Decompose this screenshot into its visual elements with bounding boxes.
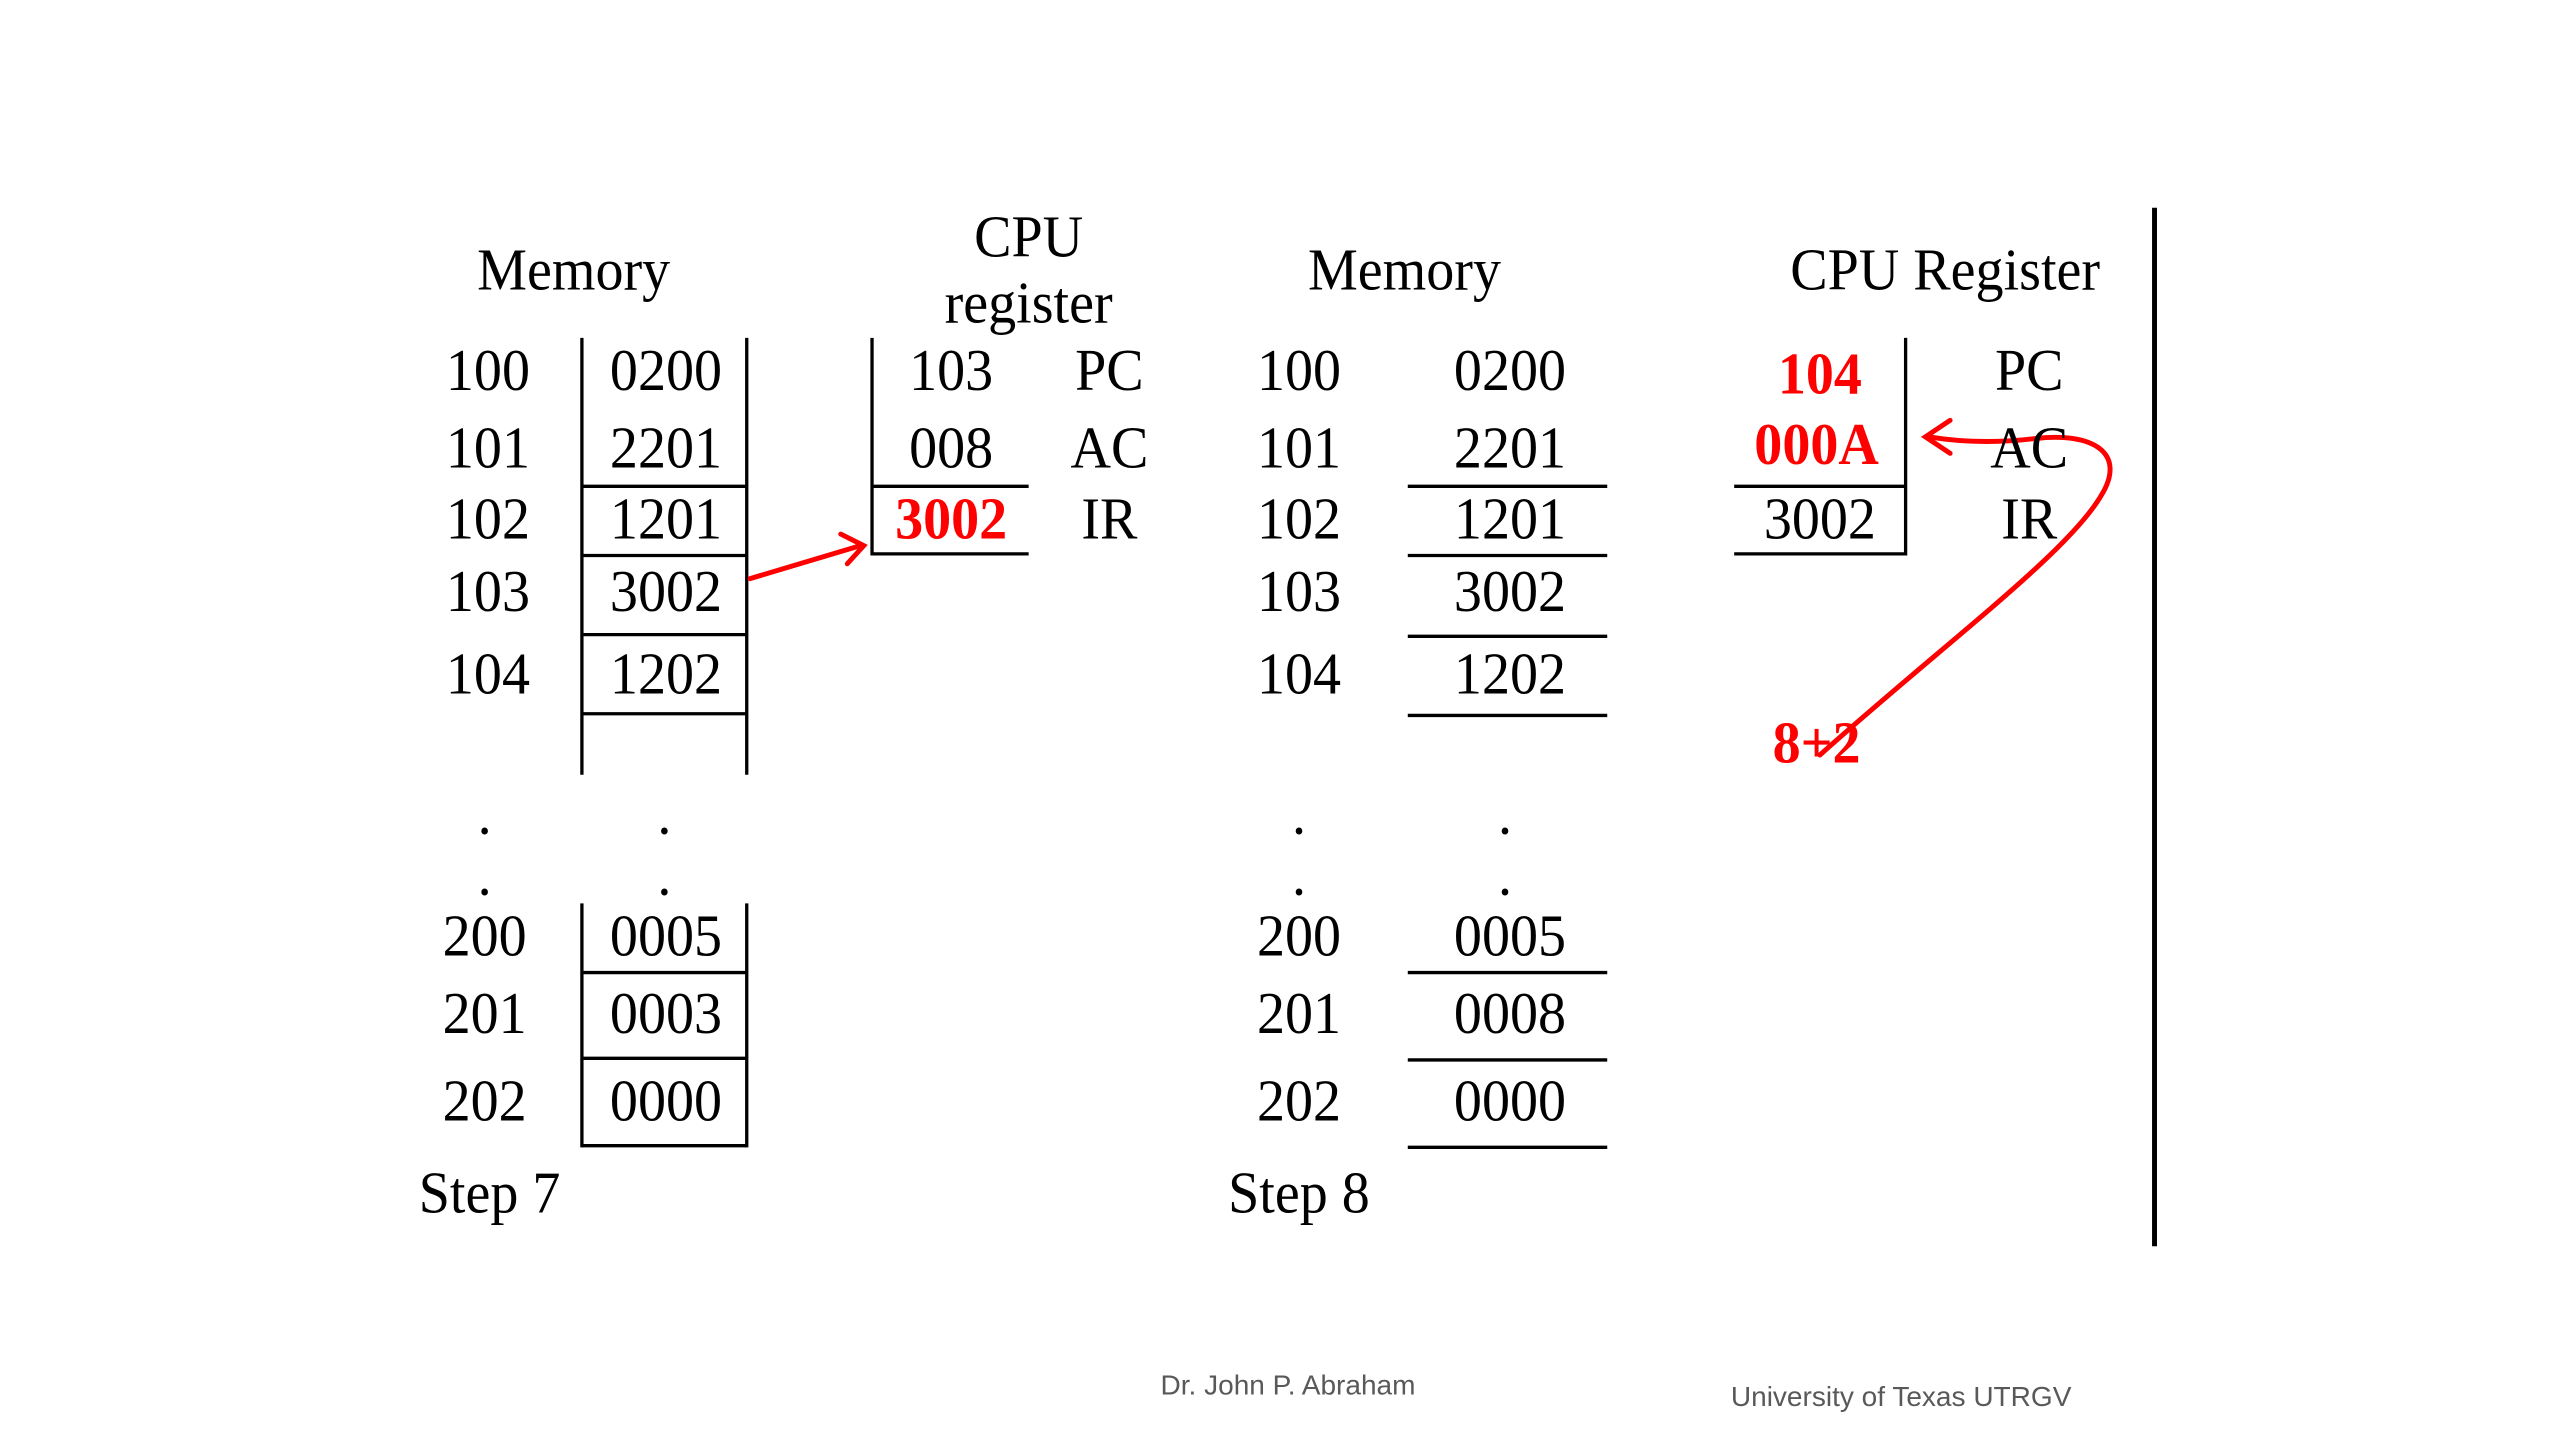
- step8-address: 100: [1256, 339, 1342, 405]
- ellipsis-dot: .: [657, 782, 672, 848]
- add-result-arrow: [1817, 434, 2113, 758]
- step8-memory-value: 0200: [1453, 339, 1567, 405]
- step8-address: 101: [1256, 416, 1342, 482]
- step8-register-name-pc: PC: [1994, 339, 2064, 405]
- step8-cpu-title: CPU Register: [1790, 238, 2101, 304]
- step8-register-value-ir: 3002: [1763, 487, 1876, 553]
- ellipsis-dot: .: [1291, 843, 1306, 909]
- step7-register-value-pc: 103: [909, 339, 994, 405]
- step8-memory-value: 0000: [1453, 1069, 1567, 1135]
- step7-register-value-ir: 3002: [895, 487, 1008, 553]
- step7-memory-value: 1201: [609, 487, 723, 553]
- ellipsis-dot: .: [477, 843, 492, 909]
- ellipsis-dot: .: [657, 843, 672, 909]
- step7-register-name-pc: PC: [1075, 339, 1144, 405]
- step8-address: 201: [1256, 982, 1342, 1047]
- step7-address: 102: [445, 487, 530, 553]
- step8-address: 102: [1256, 487, 1342, 553]
- step8-memory-value: 3002: [1453, 560, 1567, 625]
- step7-label: Step 7: [418, 1161, 561, 1227]
- step8-label: Step 8: [1228, 1161, 1370, 1227]
- step7-cpu-title: CPU: [974, 205, 1084, 271]
- step7-address: 101: [445, 416, 530, 482]
- step8-memory-title: Memory: [1307, 238, 1501, 304]
- add-result-arrowhead: [1920, 417, 1953, 456]
- step8-register-value-pc: 104: [1777, 342, 1862, 408]
- step8-memory-value: 1202: [1453, 642, 1567, 708]
- step7-memory-value: 0200: [609, 339, 723, 405]
- step8-register-name-ac: AC: [1990, 416, 2069, 482]
- step7-memory-value: 0005: [609, 904, 723, 970]
- step7-cpu-subtitle: register: [944, 271, 1113, 337]
- step7-memory-value: 1202: [609, 642, 723, 708]
- step8-address: 104: [1256, 642, 1342, 708]
- step7-register-value-ac: 008: [909, 416, 994, 482]
- ellipsis-dot: .: [1498, 782, 1513, 848]
- step7-memory-value: 0000: [609, 1069, 723, 1135]
- step7-memory-value: 3002: [609, 560, 723, 625]
- ellipsis-dot: .: [1498, 843, 1513, 909]
- fetch-arrowhead: [838, 531, 868, 567]
- step7-address: 202: [442, 1069, 527, 1135]
- footer-author: Dr. John P. Abraham: [1160, 1369, 1416, 1402]
- step7-address: 200: [442, 904, 527, 970]
- step7-address: 201: [442, 982, 527, 1047]
- addition-annotation: 8+2: [1772, 711, 1861, 777]
- step8-address: 200: [1256, 904, 1342, 970]
- step8-memory-value: 0005: [1453, 904, 1567, 970]
- step7-memory-title: Memory: [477, 238, 671, 304]
- step7-memory-value: 0003: [609, 982, 723, 1047]
- step7-register-name-ac: AC: [1070, 416, 1149, 482]
- step7-register-name-ir: IR: [1081, 487, 1138, 553]
- step7-memory-value: 2201: [609, 416, 723, 482]
- ellipsis-dot: .: [477, 782, 492, 848]
- step8-register-value-ac: 000A: [1754, 413, 1879, 479]
- step8-address: 202: [1256, 1069, 1342, 1135]
- step8-register-name-ir: IR: [2001, 487, 2058, 553]
- step8-address: 103: [1256, 560, 1342, 625]
- footer-institution: University of Texas UTRGV: [1730, 1381, 2072, 1413]
- fetch-arrow: [747, 543, 863, 582]
- step7-address: 103: [445, 560, 530, 625]
- step8-memory-value: 1201: [1453, 487, 1567, 553]
- step7-address: 100: [445, 339, 530, 405]
- step7-address: 104: [445, 642, 530, 708]
- step8-memory-value: 0008: [1453, 982, 1567, 1047]
- ellipsis-dot: .: [1291, 782, 1306, 848]
- step8-memory-value: 2201: [1453, 416, 1567, 482]
